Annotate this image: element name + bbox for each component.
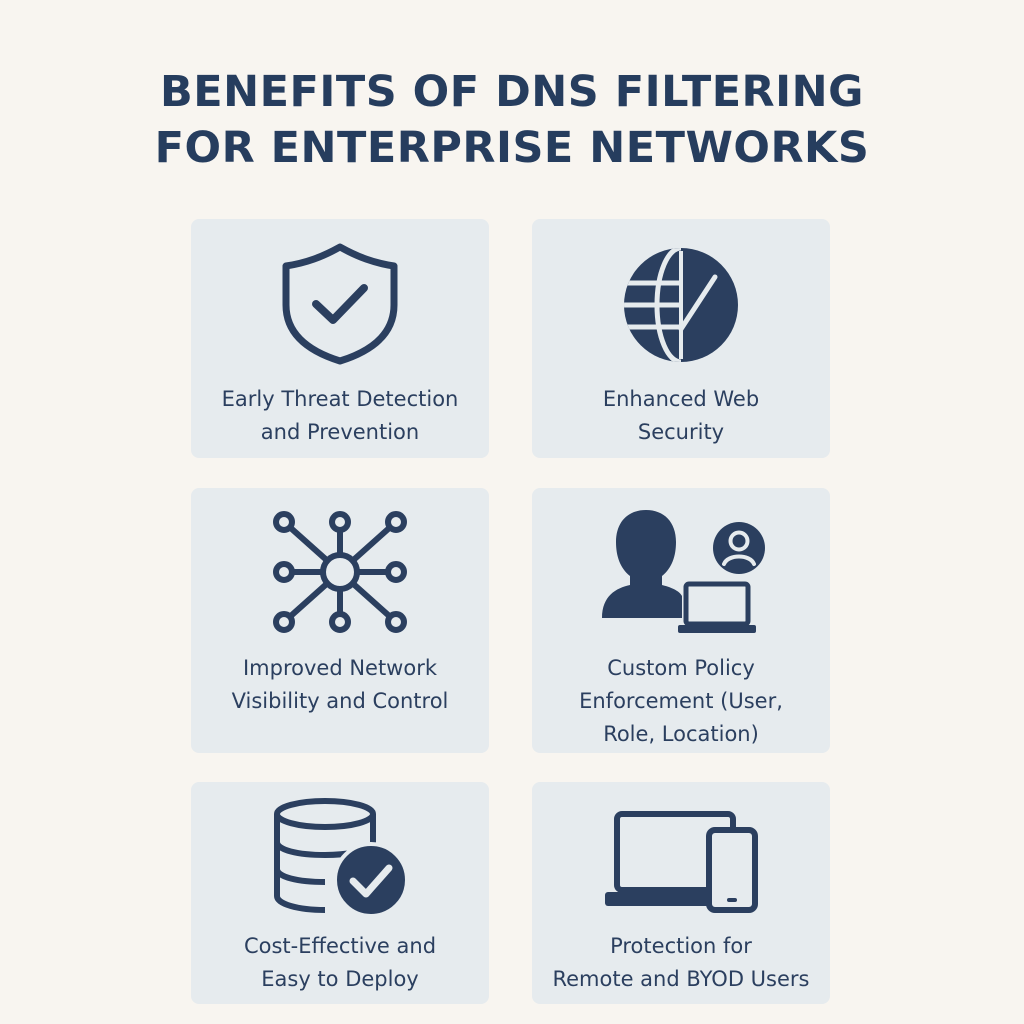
title-line-2: FOR ENTERPRISE NETWORKS	[154, 123, 870, 173]
benefit-label: Enhanced Web Security	[602, 387, 760, 444]
laptop-phone-icon	[532, 810, 830, 914]
user-laptop-icon	[532, 508, 830, 636]
benefit-label: Improved Network Visibility and Control	[231, 656, 449, 713]
globe-icon	[532, 243, 830, 367]
network-hub-icon	[191, 510, 489, 634]
benefit-card-web-security: Enhanced Web Security	[532, 219, 830, 458]
title-line-1: BENEFITS OF DNS FILTERING	[160, 67, 864, 117]
benefit-card-remote-byod: Protection for Remote and BYOD Users	[532, 782, 830, 1004]
benefit-card-threat-detection: Early Threat Detection and Prevention	[191, 219, 489, 458]
benefit-label: Early Threat Detection and Prevention	[221, 387, 459, 444]
benefit-label: Custom Policy Enforcement (User, Role, L…	[579, 656, 783, 746]
benefit-card-custom-policy: Custom Policy Enforcement (User, Role, L…	[532, 488, 830, 753]
benefit-card-cost-effective: Cost-Effective and Easy to Deploy	[191, 782, 489, 1004]
benefit-card-network-visibility: Improved Network Visibility and Control	[191, 488, 489, 753]
page-title: BENEFITS OF DNS FILTERING FOR ENTERPRISE…	[0, 64, 1024, 176]
database-check-icon	[191, 796, 489, 918]
shield-check-icon	[191, 241, 489, 365]
benefit-label: Protection for Remote and BYOD Users	[552, 934, 810, 991]
benefit-label: Cost-Effective and Easy to Deploy	[243, 934, 437, 991]
